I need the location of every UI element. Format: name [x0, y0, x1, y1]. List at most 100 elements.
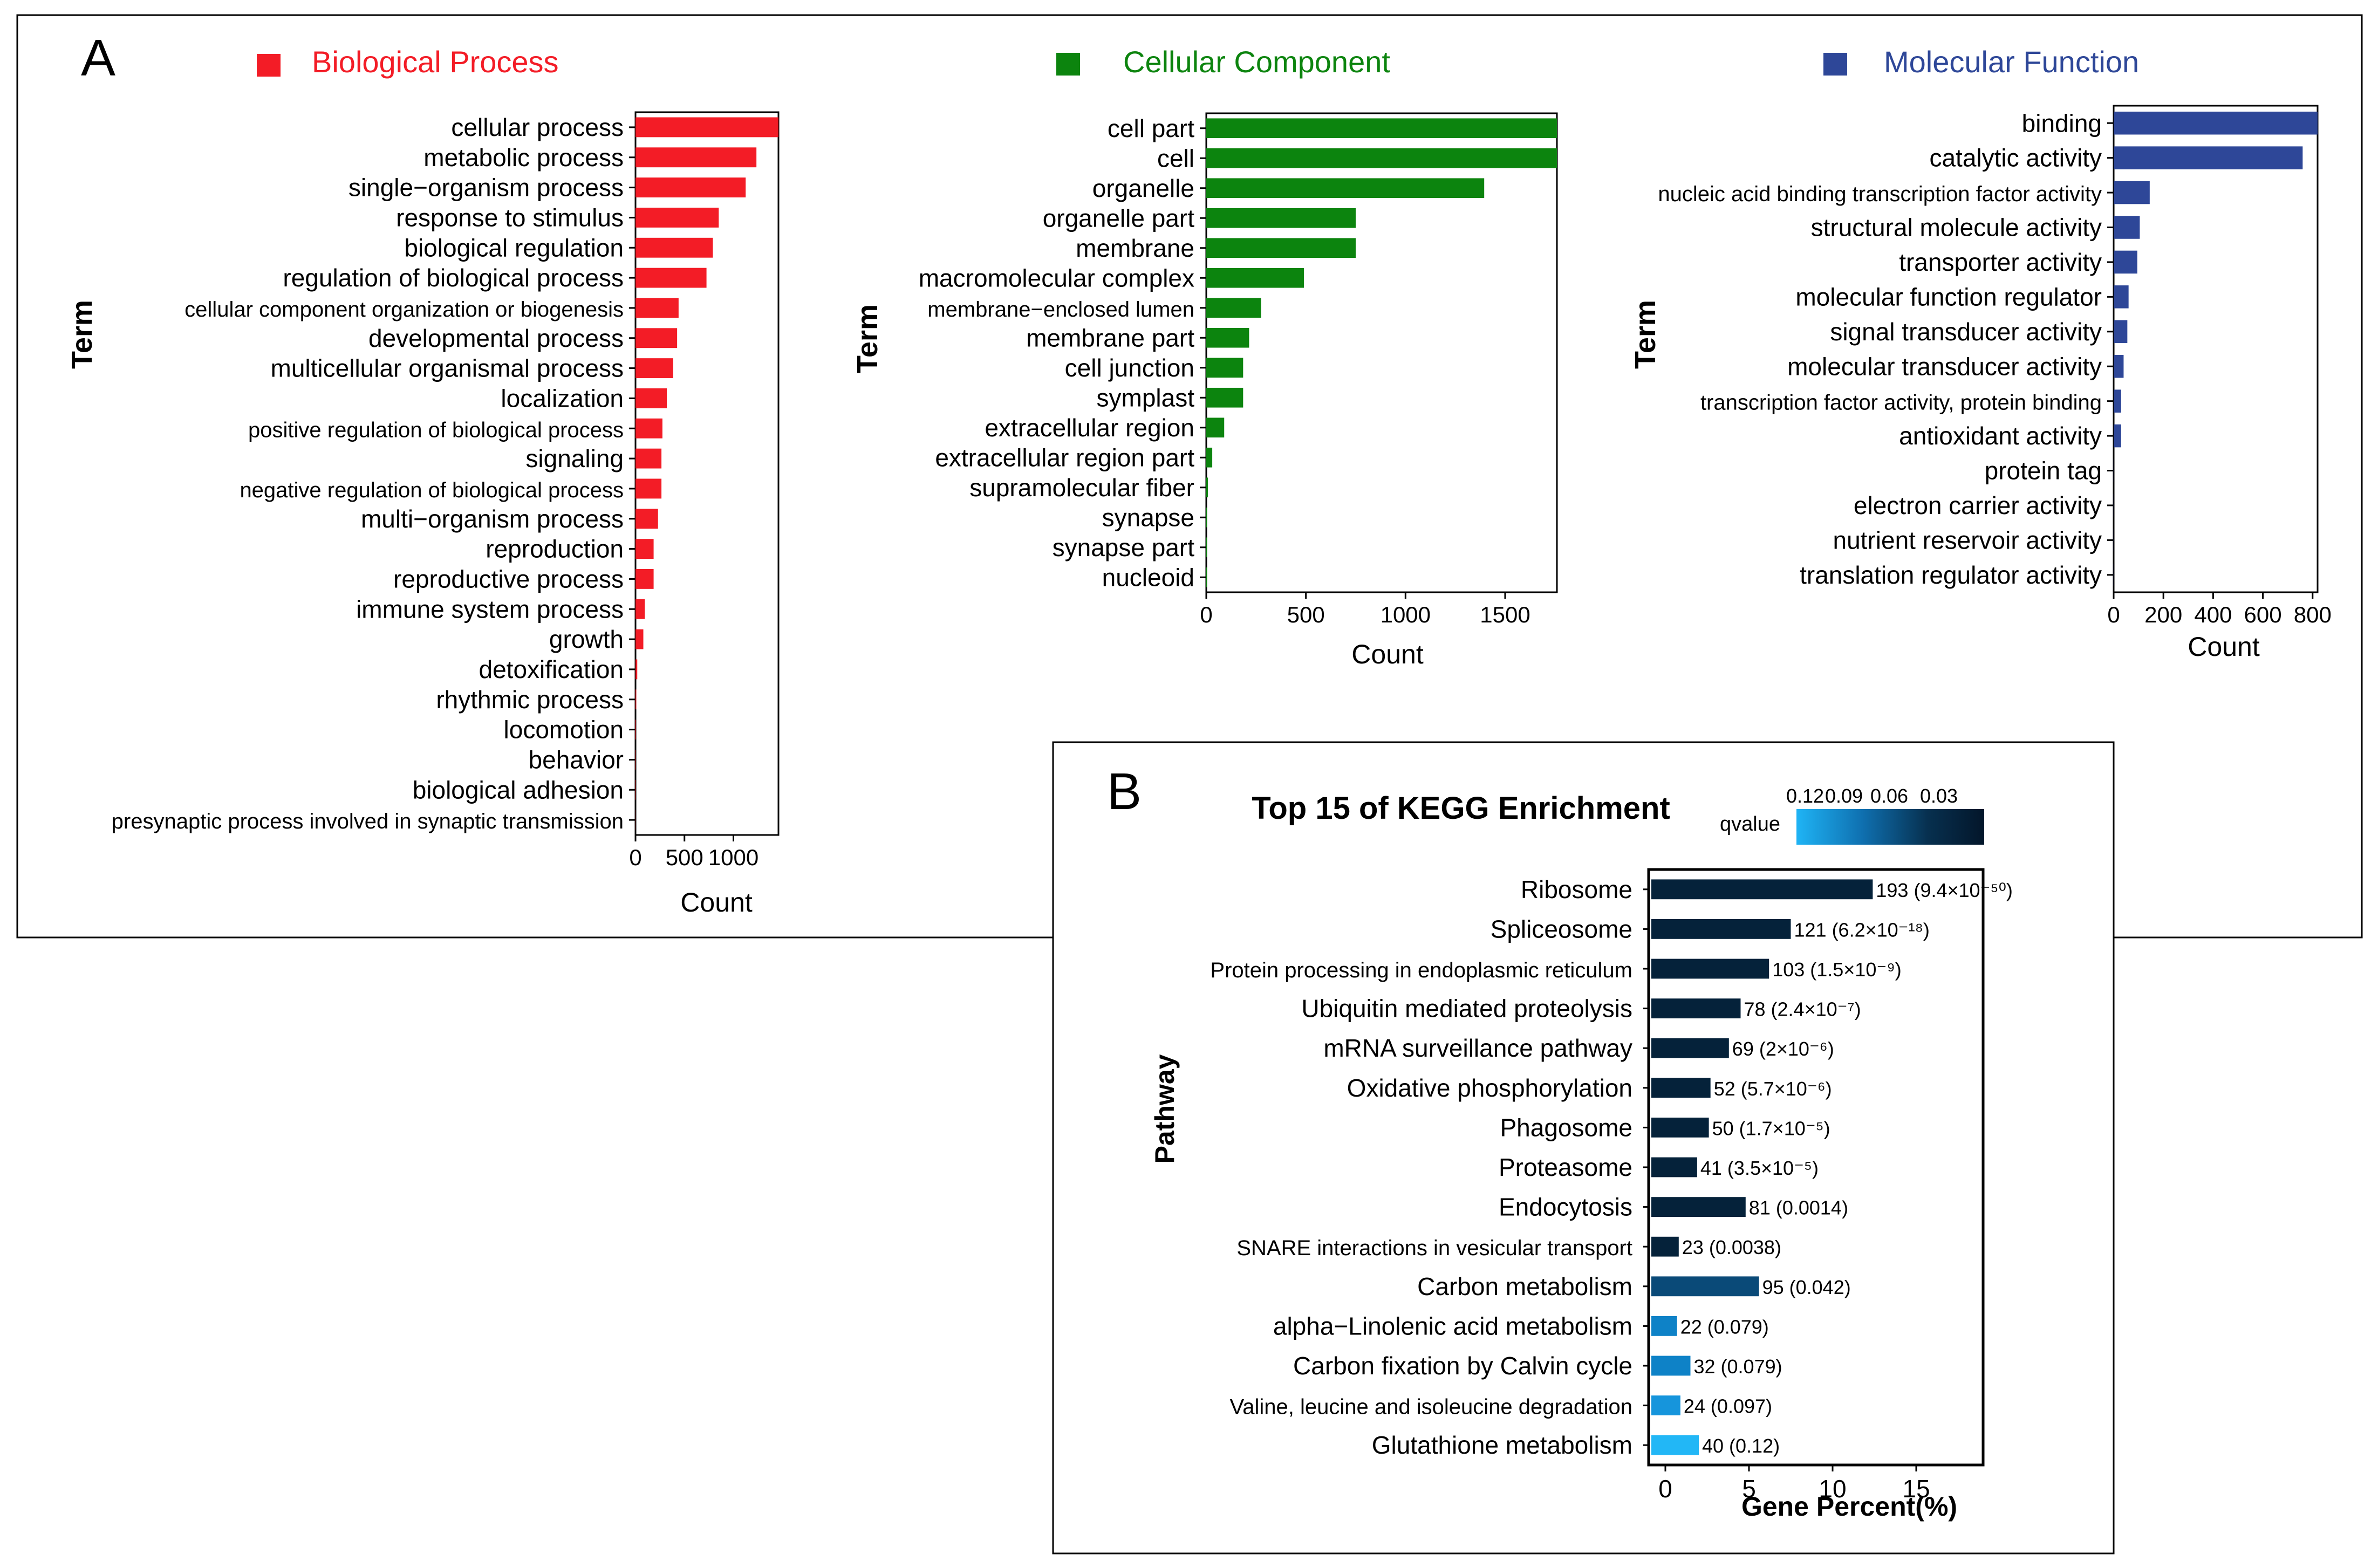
kegg-bar — [1651, 919, 1791, 939]
bp-category-label: cellular process — [451, 113, 624, 141]
bp-bar — [636, 659, 638, 680]
bp-x-tick-label: 0 — [629, 845, 641, 870]
mf-legend-swatch — [1823, 53, 1847, 76]
kegg-bar-value-label: 69 (2×10⁻⁶) — [1732, 1038, 1834, 1060]
bp-bar — [636, 328, 678, 348]
kegg-bar — [1651, 1316, 1677, 1336]
cc-category-label: extracellular region part — [935, 443, 1194, 471]
bp-category-label: reproductive process — [393, 565, 624, 593]
bp-bar — [636, 237, 713, 258]
kegg-bar-value-label: 41 (3.5×10⁻⁵) — [1700, 1157, 1819, 1179]
cc-bar — [1206, 268, 1304, 288]
kegg-pathway-label: Carbon fixation by Calvin cycle — [1293, 1352, 1632, 1380]
bp-y-axis-title: Term — [66, 300, 98, 369]
cc-bar — [1206, 537, 1207, 558]
kegg-pathway-label: Spliceosome — [1491, 915, 1632, 943]
kegg-bar — [1651, 1435, 1699, 1455]
kegg-pathway-label: Proteasome — [1499, 1153, 1632, 1181]
qvalue-tick-label: 0.06 — [1870, 785, 1908, 807]
kegg-bar-value-label: 23 (0.0038) — [1682, 1236, 1781, 1258]
mf-category-label: protein tag — [1985, 457, 2102, 485]
cc-category-label: organelle part — [1043, 204, 1195, 232]
bp-category-label: regulation of biological process — [283, 264, 624, 292]
bp-x-tick-label: 500 — [666, 845, 703, 870]
cc-bar — [1206, 567, 1207, 587]
mf-category-label: nucleic acid binding transcription facto… — [1658, 182, 2102, 206]
kegg-pathway-label: Ubiquitin mediated proteolysis — [1301, 995, 1632, 1023]
cc-bar — [1206, 327, 1249, 348]
cc-category-label: membrane — [1076, 234, 1194, 262]
kegg-pathway-label: Ribosome — [1521, 875, 1632, 903]
bp-category-label: cellular component organization or bioge… — [184, 298, 624, 321]
panel-a-letter: A — [81, 29, 115, 87]
bp-category-label: locomotion — [504, 716, 624, 744]
bp-category-label: biological regulation — [404, 234, 624, 262]
kegg-pathway-label: Valine, leucine and isoleucine degradati… — [1230, 1395, 1632, 1419]
mf-category-label: structural molecule activity — [1811, 214, 2102, 242]
mf-bar — [2114, 250, 2137, 274]
kegg-bar-value-label: 22 (0.079) — [1680, 1316, 1769, 1338]
mf-bar — [2114, 181, 2150, 204]
kegg-title: Top 15 of KEGG Enrichment — [1252, 791, 1670, 826]
cc-category-label: synapse part — [1053, 533, 1195, 562]
cc-x-tick-label: 1000 — [1381, 602, 1431, 627]
kegg-bar — [1651, 1197, 1746, 1217]
mf-bar — [2114, 389, 2121, 413]
bp-x-tick-label: 1000 — [708, 845, 758, 870]
qvalue-tick-label: 0.03 — [1920, 785, 1958, 807]
bp-bar — [636, 599, 645, 619]
cc-category-label: symplast — [1097, 384, 1195, 412]
mf-category-label: nutrient reservoir activity — [1833, 526, 2102, 554]
kegg-bar-value-label: 52 (5.7×10⁻⁶) — [1714, 1078, 1832, 1100]
kegg-bar-value-label: 95 (0.042) — [1762, 1276, 1851, 1298]
kegg-bar-value-label: 81 (0.0014) — [1749, 1197, 1848, 1219]
panel-b-letter: B — [1107, 763, 1142, 820]
kegg-bar — [1651, 958, 1769, 979]
kegg-bar — [1651, 1355, 1691, 1376]
mf-bar — [2114, 111, 2318, 135]
mf-legend-label: Molecular Function — [1884, 45, 2139, 79]
kegg-x-tick-label: 15 — [1902, 1475, 1930, 1503]
cc-bar — [1206, 447, 1213, 468]
bp-bar — [636, 569, 654, 589]
cc-category-label: membrane part — [1026, 324, 1194, 352]
kegg-bar-value-label: 24 (0.097) — [1684, 1395, 1772, 1418]
mf-x-axis-title: Count — [2188, 632, 2260, 662]
mf-category-label: antioxidant activity — [1899, 422, 2102, 450]
kegg-pathway-label: alpha−Linolenic acid metabolism — [1273, 1312, 1632, 1340]
bp-bar — [636, 358, 673, 379]
cc-bar — [1206, 477, 1208, 498]
kegg-bar — [1651, 1236, 1679, 1257]
bp-category-label: rhythmic process — [436, 686, 624, 714]
bp-bar — [636, 207, 719, 228]
cc-plot-frame — [1205, 112, 1558, 593]
mf-category-label: molecular function regulator — [1795, 283, 2102, 311]
bp-legend-swatch — [257, 54, 281, 77]
mf-bar — [2114, 285, 2129, 309]
mf-y-axis-title: Term — [1629, 300, 1662, 369]
kegg-pathway-label: mRNA surveillance pathway — [1323, 1034, 1632, 1062]
kegg-bar — [1651, 1157, 1697, 1177]
mf-category-label: signal transducer activity — [1830, 318, 2102, 346]
qvalue-colorbar — [1796, 809, 1984, 845]
bp-category-label: localization — [501, 385, 624, 413]
mf-category-label: translation regulator activity — [1800, 561, 2102, 589]
bp-category-label: multi−organism process — [361, 505, 624, 533]
bp-bar — [636, 478, 662, 499]
cc-bar — [1206, 178, 1485, 198]
cc-bar — [1206, 298, 1261, 318]
kegg-bar — [1651, 1276, 1759, 1297]
cc-x-axis-title: Count — [1351, 639, 1424, 669]
kegg-bar-value-label: 193 (9.4×10⁻⁵⁰) — [1876, 879, 2013, 901]
bp-category-label: multicellular organismal process — [271, 354, 624, 382]
cc-x-tick-label: 500 — [1287, 602, 1325, 627]
cc-category-label: membrane−enclosed lumen — [927, 298, 1194, 321]
kegg-bar-value-label: 78 (2.4×10⁻⁷) — [1744, 998, 1861, 1021]
mf-category-label: catalytic activity — [1929, 144, 2102, 172]
bp-category-label: detoxification — [479, 655, 624, 683]
